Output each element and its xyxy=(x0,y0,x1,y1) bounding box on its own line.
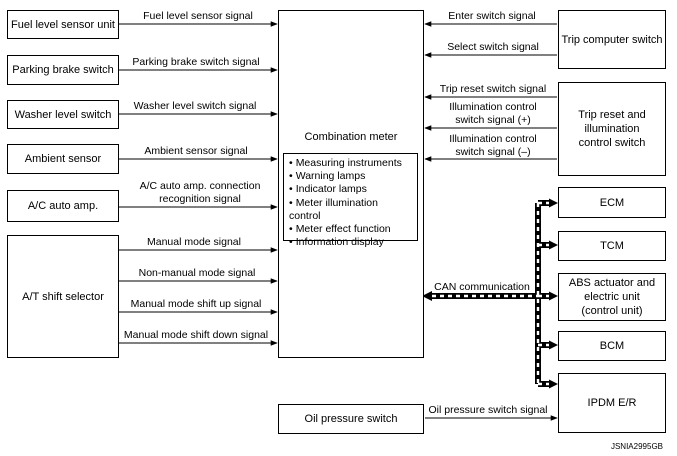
ac-auto-amp-box: A/C auto amp. xyxy=(7,190,119,222)
fuel-level-sensor-box: Fuel level sensor unit xyxy=(7,10,119,39)
enter-signal-label: Enter switch signal xyxy=(448,10,536,22)
ecm-box: ECM xyxy=(558,187,666,218)
ac-signal-label: A/C auto amp. connection recognition sig… xyxy=(139,180,261,205)
trip-reset-signal-label: Trip reset switch signal xyxy=(439,83,547,95)
trip-reset-switch-name: Trip reset and illumination control swit… xyxy=(578,109,646,149)
non-manual-label: Non-manual mode signal xyxy=(138,267,256,279)
can-communication-label: CAN communication xyxy=(434,281,530,293)
select-signal-label: Select switch signal xyxy=(447,41,539,53)
parking-brake-switch-name: Parking brake switch xyxy=(12,64,114,76)
trip-computer-switch-name: Trip computer switch xyxy=(561,33,663,46)
ipdm-er-box: IPDM E/R xyxy=(558,373,666,433)
bcm-box: BCM xyxy=(558,331,666,361)
ecm-name: ECM xyxy=(599,196,625,209)
oil-signal-label: Oil pressure switch signal xyxy=(428,404,548,416)
ambient-sensor-name: Ambient sensor xyxy=(24,153,102,165)
tcm-name: TCM xyxy=(600,240,624,252)
shift-selector-box: A/T shift selector xyxy=(7,235,119,358)
combination-meter-title: Combination meter xyxy=(304,131,398,143)
trip-reset-switch-box: Trip reset and illumination control swit… xyxy=(558,82,666,176)
function-item: Meter illumination control xyxy=(289,197,412,223)
shift-down-label: Manual mode shift down signal xyxy=(123,329,269,341)
function-item: Indicator lamps xyxy=(289,183,412,196)
bcm-name: BCM xyxy=(599,340,625,352)
shift-up-label: Manual mode shift up signal xyxy=(130,298,262,310)
ac-auto-amp-name: A/C auto amp. xyxy=(27,200,99,212)
manual-mode-label: Manual mode signal xyxy=(147,236,241,248)
fuel-signal-label: Fuel level sensor signal xyxy=(143,10,253,22)
shift-selector-name: A/T shift selector xyxy=(22,290,104,303)
ipdm-er-name: IPDM E/R xyxy=(587,397,637,409)
can-bus xyxy=(422,198,558,389)
fuel-level-sensor-name: Fuel level sensor unit xyxy=(11,18,115,31)
illum-minus-signal-label: Illumination control switch signal (–) xyxy=(449,133,537,158)
oil-pressure-switch-box: Oil pressure switch xyxy=(278,404,424,434)
washer-signal-label: Washer level switch signal xyxy=(133,100,257,112)
function-item: Meter effect function xyxy=(289,223,412,236)
meter-function-list: Measuring instruments Warning lamps Indi… xyxy=(283,153,418,248)
washer-level-switch-name: Washer level switch xyxy=(14,108,112,121)
figure-code: JSNIA2995GB xyxy=(610,442,663,451)
ambient-sensor-box: Ambient sensor xyxy=(7,144,119,174)
function-item: Warning lamps xyxy=(289,170,412,183)
function-item: Information display xyxy=(289,236,412,249)
trip-computer-switch-box: Trip computer switch xyxy=(558,10,666,69)
washer-level-switch-box: Washer level switch xyxy=(7,100,119,129)
function-item: Measuring instruments xyxy=(289,157,412,170)
illum-plus-signal-label: Illumination control switch signal (+) xyxy=(449,101,537,126)
parking-brake-switch-box: Parking brake switch xyxy=(7,55,119,85)
ambient-signal-label: Ambient sensor signal xyxy=(144,145,248,157)
abs-unit-name: ABS actuator and electric unit (control … xyxy=(568,277,656,317)
abs-unit-box: ABS actuator and electric unit (control … xyxy=(558,273,666,321)
parking-signal-label: Parking brake switch signal xyxy=(132,56,260,68)
tcm-box: TCM xyxy=(558,231,666,261)
oil-pressure-switch-name: Oil pressure switch xyxy=(304,413,398,425)
